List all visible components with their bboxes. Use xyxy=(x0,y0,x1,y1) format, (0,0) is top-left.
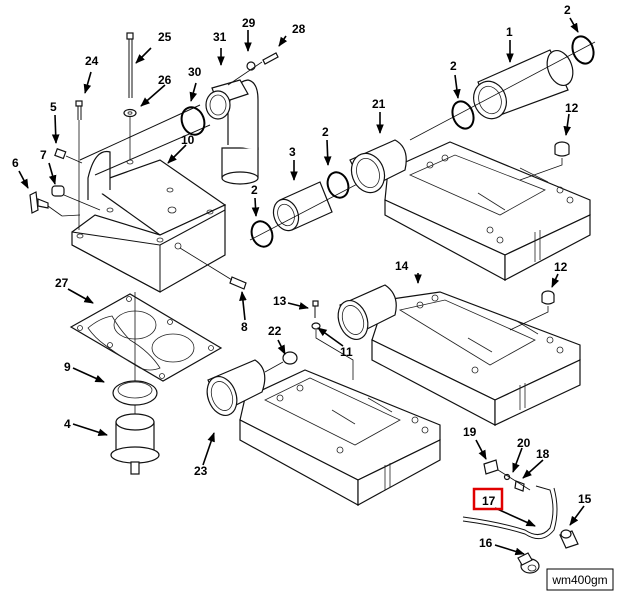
callout-12: 12 xyxy=(565,101,579,115)
callout-15: 15 xyxy=(578,492,592,506)
thermostat-housing-part-10 xyxy=(71,104,227,293)
seal-part-9 xyxy=(112,380,158,406)
callout-arrows xyxy=(18,17,585,556)
plug-part-12-top xyxy=(519,141,570,181)
callout-23: 23 xyxy=(194,464,208,478)
bolt-part-25 xyxy=(126,32,134,98)
callout-24: 24 xyxy=(85,54,99,68)
o-ring-part-30 xyxy=(180,106,206,136)
callout-labels: 1 2 2 2 2 3 4 5 6 7 8 9 10 11 12 12 13 1… xyxy=(12,3,592,550)
callout-21: 21 xyxy=(372,97,386,111)
fitting-part-8 xyxy=(179,247,247,290)
elbow-part-31 xyxy=(205,79,259,185)
manifold-part-23 xyxy=(206,359,441,507)
figure-code: wm400gm xyxy=(551,573,607,587)
callout-2: 2 xyxy=(450,59,457,73)
callout-11: 11 xyxy=(340,345,353,359)
screw-part-28 xyxy=(262,52,279,65)
thermostat-part-4 xyxy=(110,413,160,475)
callout-22: 22 xyxy=(268,324,282,338)
callout-20: 20 xyxy=(517,436,531,450)
callout-10: 10 xyxy=(181,133,195,147)
o-ring-part-2-center xyxy=(326,171,350,199)
o-ring-part-2-left xyxy=(250,220,274,248)
callout-28: 28 xyxy=(292,22,306,36)
callout-5: 5 xyxy=(50,100,57,114)
clip-part-16 xyxy=(517,552,540,574)
fitting-part-19 xyxy=(483,459,499,475)
sleeve-part-3 xyxy=(272,181,333,232)
callout-14: 14 xyxy=(395,259,409,273)
bolt-part-24 xyxy=(75,100,83,230)
nut-part-18 xyxy=(514,480,525,492)
plug-part-5 xyxy=(54,148,83,164)
callout-1: 1 xyxy=(506,25,513,39)
callout-2: 2 xyxy=(564,3,571,17)
gasket-part-27 xyxy=(69,293,223,382)
callout-8: 8 xyxy=(241,320,248,334)
washer-part-29 xyxy=(246,61,256,71)
callout-2: 2 xyxy=(251,183,258,197)
fitting-part-6 xyxy=(29,191,81,217)
callout-29: 29 xyxy=(242,16,256,30)
callout-13: 13 xyxy=(273,294,287,308)
tube-part-1 xyxy=(473,49,574,120)
manifold-part-21 xyxy=(349,139,591,282)
callout-2: 2 xyxy=(322,125,329,139)
callout-17-highlight xyxy=(472,487,504,511)
callout-12: 12 xyxy=(554,260,568,274)
clamp-part-15 xyxy=(559,529,579,549)
screw-part-13 xyxy=(312,300,319,318)
callout-25: 25 xyxy=(158,30,172,44)
callout-27: 27 xyxy=(55,276,69,290)
callout-18: 18 xyxy=(536,447,550,461)
callout-17[interactable]: 17 xyxy=(482,494,496,508)
callout-30: 30 xyxy=(188,65,202,79)
o-ring-part-2-top-right xyxy=(571,35,595,65)
callout-19: 19 xyxy=(463,425,477,439)
callout-16: 16 xyxy=(479,536,493,550)
callout-7: 7 xyxy=(40,148,47,162)
plug-part-12-middle xyxy=(509,290,555,331)
plug-part-7 xyxy=(51,185,101,211)
figure-code-box: wm400gm xyxy=(546,568,614,591)
callout-6: 6 xyxy=(12,156,19,170)
plug-part-22 xyxy=(264,351,298,373)
o-ring-part-2-top-left xyxy=(451,100,475,130)
callout-31: 31 xyxy=(213,30,227,44)
callout-4: 4 xyxy=(64,417,71,431)
callout-9: 9 xyxy=(64,360,71,374)
washer-part-26 xyxy=(123,108,137,160)
callout-26: 26 xyxy=(158,73,172,87)
manifold-part-14 xyxy=(337,284,581,426)
tube-part-17 xyxy=(462,485,558,540)
callout-3: 3 xyxy=(289,145,296,159)
